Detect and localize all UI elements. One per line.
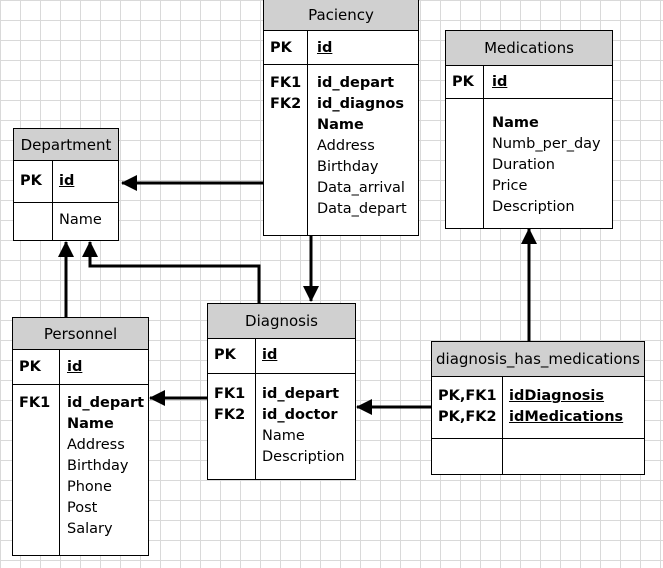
- field: Name: [262, 428, 305, 444]
- attributes-row: [432, 439, 644, 474]
- pk-field: id: [262, 347, 278, 363]
- pk-row: PK id: [446, 66, 612, 99]
- attributes-row: Name Numb_per_day Duration Price Descrip…: [446, 99, 612, 228]
- field: Price: [492, 178, 528, 194]
- table-title: Medications: [446, 31, 612, 66]
- pk-label: PK: [19, 359, 41, 375]
- pk-field: id: [59, 173, 75, 189]
- fk-label: FK2: [214, 407, 246, 423]
- field: Address: [67, 437, 125, 453]
- field: Name: [492, 115, 539, 131]
- attributes-row: FK1 FK2 id_depart id_doctor Name Descrip…: [208, 374, 355, 479]
- pk-fk-label: PK,FK2: [438, 409, 497, 425]
- fk-label: FK1: [19, 395, 51, 411]
- table-title: Personnel: [13, 318, 148, 350]
- pk-label: PK: [452, 74, 474, 90]
- field: id_depart: [67, 395, 145, 411]
- pk-field: idMedications: [509, 409, 624, 425]
- attributes-row: Name: [14, 203, 118, 240]
- field: id_depart: [262, 386, 340, 402]
- table-title: Diagnosis: [208, 304, 355, 339]
- table-paciency[interactable]: Paciency PK id FK1 FK2 id_depart id_diag…: [263, 0, 419, 236]
- pk-label: PK: [270, 40, 292, 56]
- edge-diagnosis-department: [82, 241, 261, 303]
- attributes-row: FK1 id_depart Name Address Birthday Phon…: [13, 385, 148, 555]
- pk-row: PK id: [13, 350, 148, 385]
- pk-row: PK id: [208, 339, 355, 374]
- field: Birthday: [317, 159, 379, 175]
- table-personnel[interactable]: Personnel PK id FK1 id_depart Name Addre…: [12, 317, 149, 556]
- attributes-row: FK1 FK2 id_depart id_diagnos Name Addres…: [264, 65, 418, 235]
- fk-label: FK1: [214, 386, 246, 402]
- table-medications[interactable]: Medications PK id Name Numb_per_day Dura…: [445, 30, 613, 229]
- table-title: diagnosis_has_medications: [432, 342, 644, 377]
- field: Description: [492, 199, 575, 215]
- pk-field: idDiagnosis: [509, 388, 605, 404]
- pk-fk-label: PK,FK1: [438, 388, 497, 404]
- fk-label: FK2: [270, 96, 302, 112]
- field: Address: [317, 138, 375, 154]
- pk-label: PK: [20, 173, 42, 189]
- field: id_doctor: [262, 407, 338, 423]
- table-diagnosis[interactable]: Diagnosis PK id FK1 FK2 id_depart id_doc…: [207, 303, 356, 480]
- table-title: Department: [14, 129, 118, 161]
- field: Description: [262, 449, 345, 465]
- field: Birthday: [67, 458, 129, 474]
- field: Numb_per_day: [492, 136, 601, 152]
- pk-row: PK id: [264, 31, 418, 65]
- table-title: Paciency: [264, 0, 418, 31]
- table-diagnosis-has-medications[interactable]: diagnosis_has_medications PK,FK1 PK,FK2 …: [431, 341, 645, 475]
- field: Name: [317, 117, 364, 133]
- fk-label: FK1: [270, 75, 302, 91]
- field: Data_arrival: [317, 180, 405, 196]
- pk-row: PK id: [14, 161, 118, 203]
- field: Data_depart: [317, 201, 407, 217]
- pk-field: id: [492, 74, 508, 90]
- pk-field: id: [317, 40, 333, 56]
- pk-label: PK: [214, 347, 236, 363]
- field: Phone: [67, 479, 112, 495]
- field: Salary: [67, 521, 113, 537]
- field: id_depart: [317, 75, 395, 91]
- field: id_diagnos: [317, 96, 405, 112]
- table-department[interactable]: Department PK id Name: [13, 128, 119, 241]
- field: Name: [59, 212, 102, 228]
- field: Name: [67, 416, 114, 432]
- pk-field: id: [67, 359, 83, 375]
- field: Post: [67, 500, 98, 516]
- pk-row: PK,FK1 PK,FK2 idDiagnosis idMedications: [432, 377, 644, 439]
- field: Duration: [492, 157, 555, 173]
